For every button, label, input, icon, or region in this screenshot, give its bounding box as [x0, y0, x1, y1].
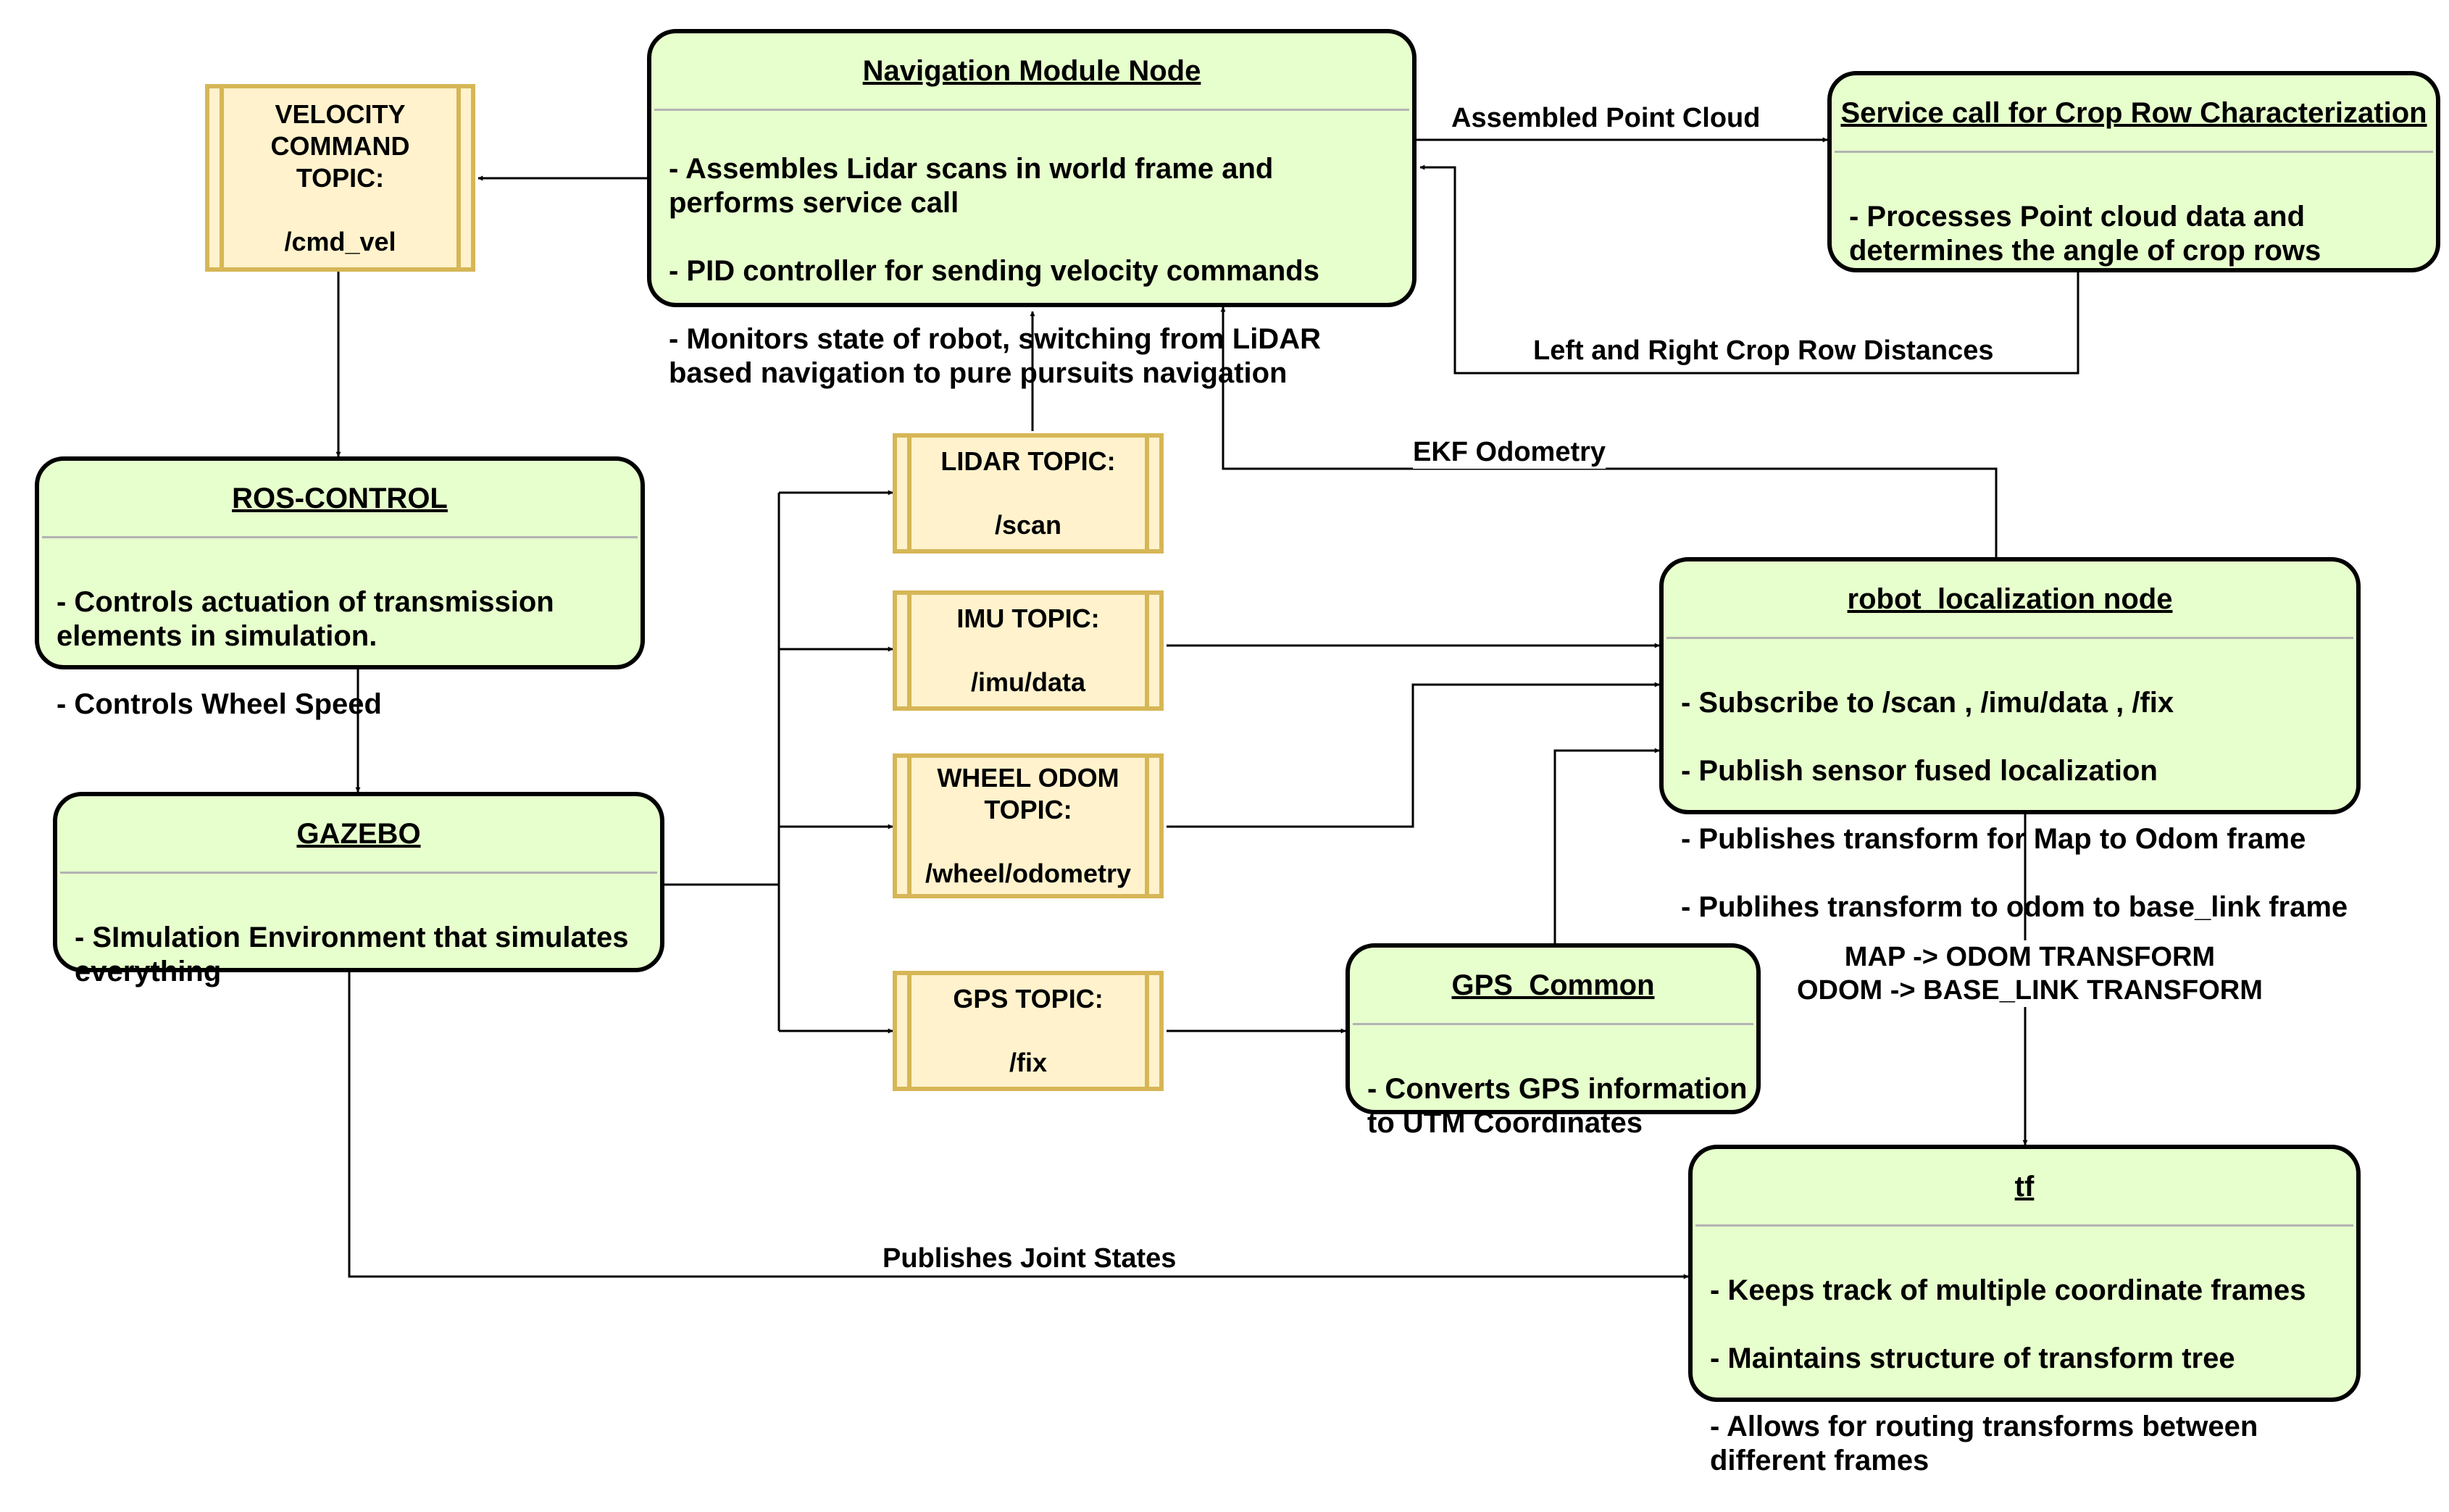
edge-label-crop-row-distances: Left and Right Crop Row Distances — [1533, 334, 1994, 367]
edge-wheel-to-robot-loc — [1167, 682, 1660, 828]
node-line: - Processes Point cloud data and determi… — [1849, 201, 2321, 267]
gps-common-node: GPS_Common - Converts GPS information to… — [1346, 943, 1761, 1139]
edge-robot-loc-to-nav — [1220, 306, 1998, 557]
topic-name: /scan — [994, 510, 1062, 540]
robot-localization-node: robot_localization node - Subscribe to /… — [1659, 557, 2361, 923]
ros-control-node: ROS-CONTROL - Controls actuation of tran… — [35, 456, 645, 720]
node-line: - Publishes transform for Map to Odom fr… — [1681, 823, 2306, 855]
node-title: GAZEBO — [296, 818, 421, 850]
lidar-topic: LIDAR TOPIC: /scan — [893, 433, 1164, 554]
node-title: robot_localization node — [1847, 583, 2173, 615]
topic-label: WHEEL ODOM TOPIC: — [937, 763, 1119, 824]
gazebo-node: GAZEBO - SImulation Environment that sim… — [53, 792, 664, 987]
edge-gazebo-to-tf — [348, 972, 1689, 1279]
edge-label-assembled-point-cloud: Assembled Point Cloud — [1451, 101, 1761, 135]
edge-crop-to-nav — [1419, 164, 2079, 375]
edge-label-transforms: MAP -> ODOM TRANSFORM ODOM -> BASE_LINK … — [1797, 940, 2263, 1007]
node-line: - Allows for routing transforms between … — [1710, 1411, 2258, 1477]
topic-name: /cmd_vel — [284, 226, 396, 256]
topic-name: /imu/data — [970, 667, 1086, 697]
node-line: - Controls actuation of transmission ele… — [57, 586, 554, 652]
node-line: - SImulation Environment that simulates … — [75, 922, 629, 987]
node-title: ROS-CONTROL — [232, 483, 448, 514]
topic-label: IMU TOPIC: — [956, 603, 1100, 633]
velocity-command-topic: VELOCITY COMMAND TOPIC: /cmd_vel — [205, 84, 475, 272]
node-line: - Publihes transform to odom to base_lin… — [1681, 891, 2348, 923]
edge-gps-common-to-robot-loc — [1553, 748, 1660, 943]
node-title: Navigation Module Node — [862, 55, 1201, 87]
topic-name: /wheel/odometry — [925, 859, 1132, 888]
node-line: - Keeps track of multiple coordinate fra… — [1710, 1274, 2306, 1306]
node-title: tf — [2014, 1171, 2035, 1203]
node-line: - Controls Wheel Speed — [57, 688, 382, 720]
topic-label: GPS TOPIC: — [953, 984, 1103, 1014]
edge-label-joint-states: Publishes Joint States — [883, 1242, 1177, 1275]
node-title: Service call for Crop Row Characterizati… — [1840, 97, 2427, 129]
edge-label-map-odom: MAP -> ODOM TRANSFORM — [1844, 942, 2216, 972]
topic-label: VELOCITY COMMAND TOPIC: — [270, 99, 410, 193]
node-title: GPS_Common — [1451, 969, 1655, 1001]
tf-node: tf - Keeps track of multiple coordinate … — [1688, 1145, 2361, 1477]
wheel-odom-topic: WHEEL ODOM TOPIC: /wheel/odometry — [893, 753, 1164, 898]
imu-topic: IMU TOPIC: /imu/data — [893, 590, 1164, 711]
node-line: - Monitors state of robot, switching fro… — [669, 323, 1321, 389]
edge-label-odom-base-link: ODOM -> BASE_LINK TRANSFORM — [1797, 975, 2263, 1006]
crop-row-service-node: Service call for Crop Row Characterizati… — [1827, 71, 2440, 272]
topic-name: /fix — [1009, 1048, 1047, 1077]
node-line: - Subscribe to /scan , /imu/data , /fix — [1681, 687, 2174, 719]
node-line: - Converts GPS information to UTM Coordi… — [1367, 1073, 1748, 1139]
node-line: - Assembles Lidar scans in world frame a… — [669, 153, 1274, 219]
gps-topic: GPS TOPIC: /fix — [893, 971, 1164, 1091]
ros-architecture-diagram: VELOCITY COMMAND TOPIC: /cmd_vel LIDAR T… — [35, 29, 2440, 1477]
node-line: - Publish sensor fused localization — [1681, 755, 2158, 787]
node-line: - Maintains structure of transform tree — [1710, 1342, 2235, 1374]
edge-label-ekf-odometry: EKF Odometry — [1413, 435, 1606, 469]
node-line: - PID controller for sending velocity co… — [669, 255, 1319, 287]
topic-label: LIDAR TOPIC: — [940, 446, 1116, 476]
navigation-module-node: Navigation Module Node - Assembles Lidar… — [647, 29, 1417, 389]
